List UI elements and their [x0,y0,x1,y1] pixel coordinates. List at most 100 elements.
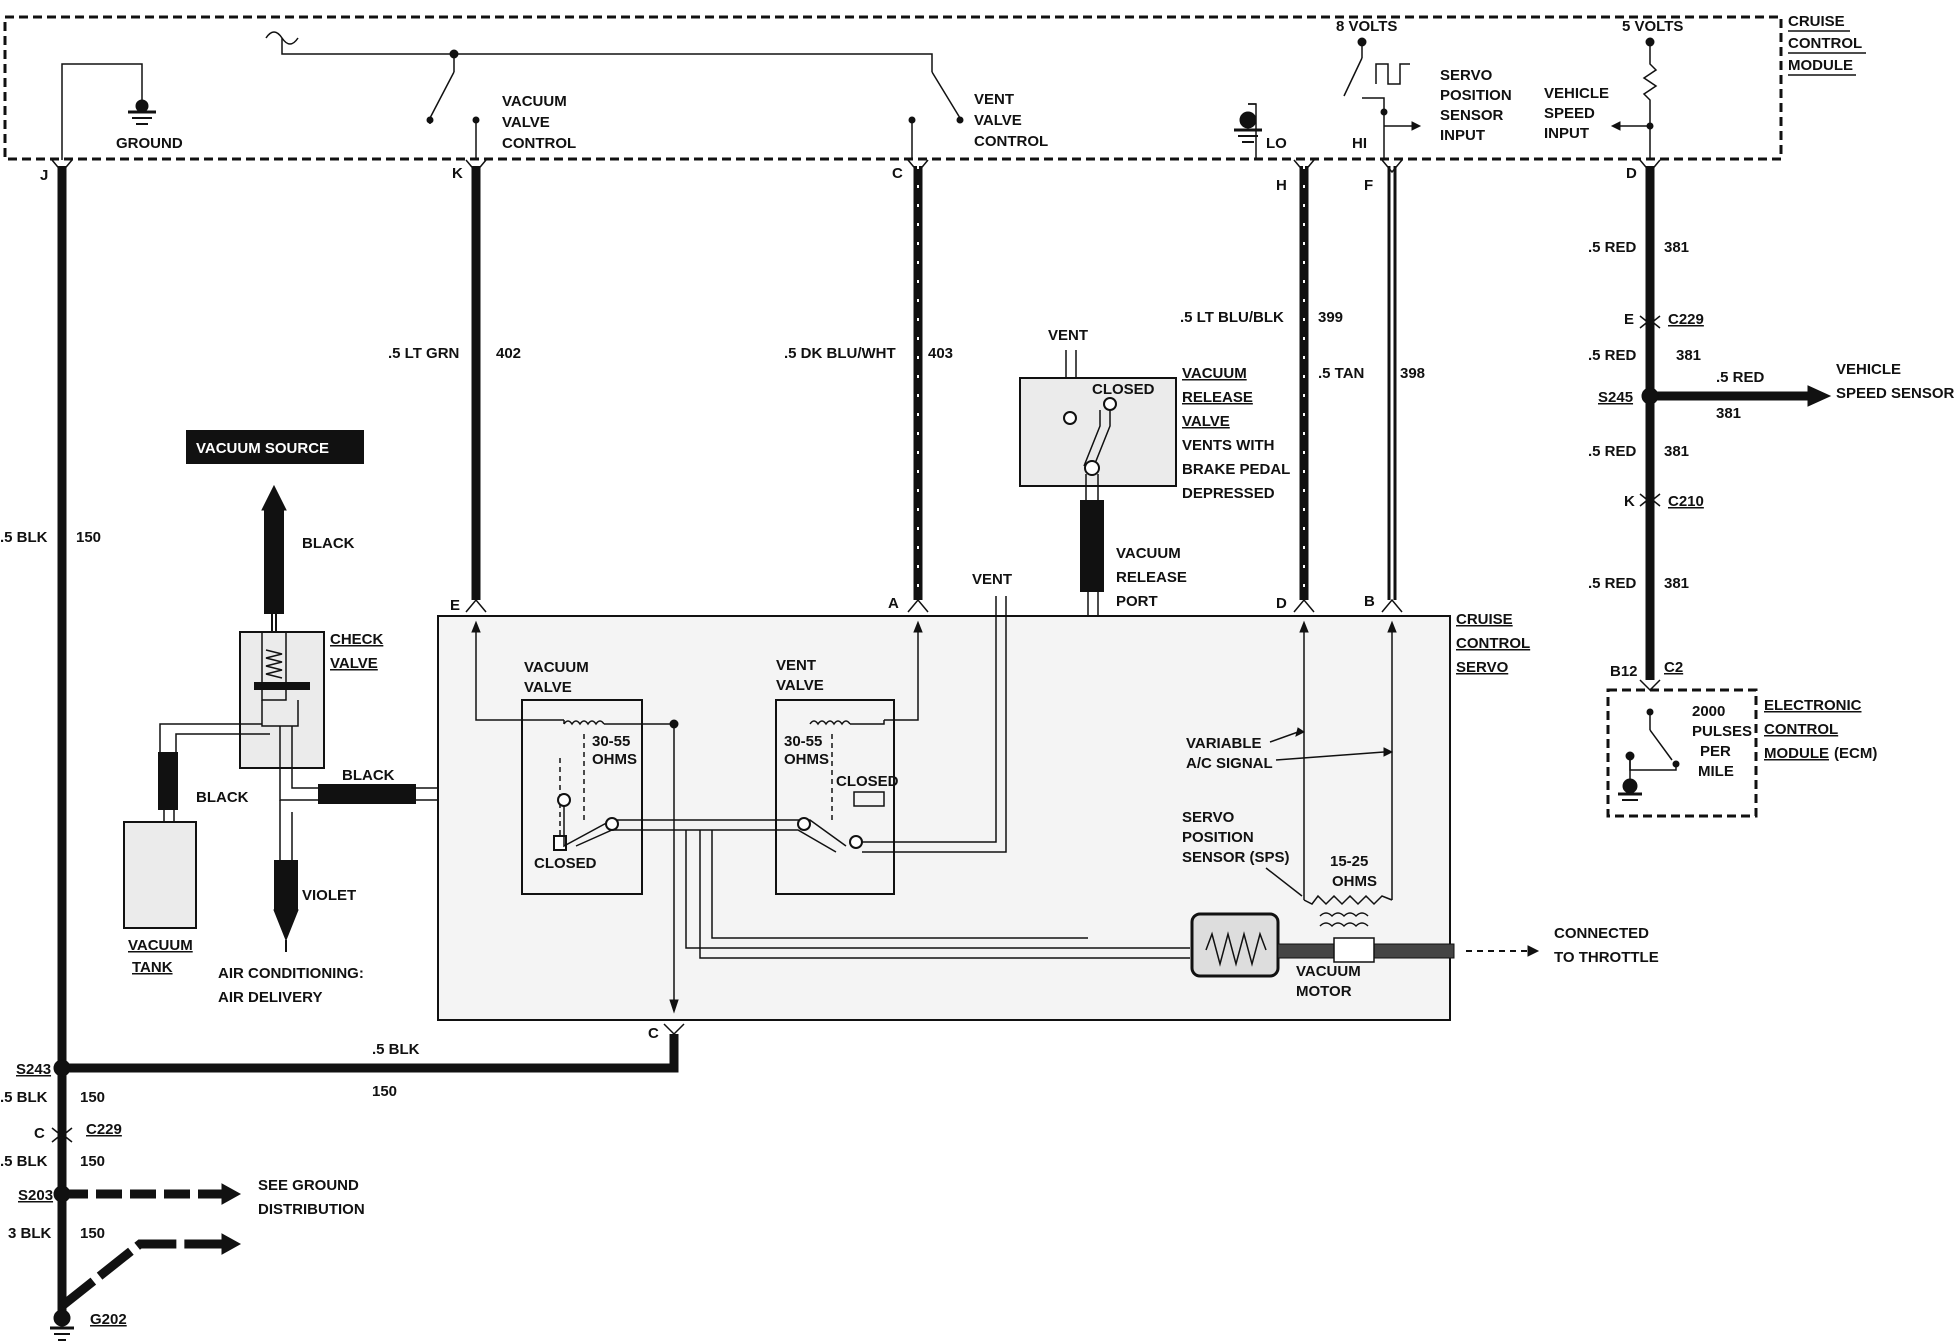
eight-volts-label: 8 VOLTS [1336,18,1397,35]
wire-labels: .5 LT GRN 402 .5 DK BLU/WHT 403 .5 LT BL… [0,239,1954,592]
servo-pin-c: C [648,1025,659,1042]
ecm-block: 2000 PULSES PER MILE ELECTRONIC CONTROL … [1606,688,1877,818]
pullup-resistor-icon [1642,42,1658,160]
vent-valve-l2: VALVE [776,677,824,694]
servo-vent-label: VENT [972,571,1012,588]
pin-h: H [1276,177,1287,194]
servo-pin-a: A [888,595,899,612]
conn-c-label: C [34,1125,45,1142]
release-port-l3: PORT [1116,593,1158,610]
red-wire-connectors: E C229 S245 K C210 B12 C2 [1598,311,1704,692]
ground-g202-icon [53,1309,71,1327]
wire-3blk-num: 150 [80,1225,105,1242]
ground-wire-num: 150 [372,1083,397,1100]
variable-ac-l2: A/C SIGNAL [1186,755,1273,772]
vacuum-valve-coil-icon [563,720,605,726]
module-pins: J K C H F D [40,165,1637,194]
release-closed-label: CLOSED [1092,381,1155,398]
servo-pin-b: B [1364,593,1375,610]
sps-input-l2: POSITION [1440,87,1512,104]
vacuum-valve-control-l2: VALVE [502,114,550,131]
splice-s243: S243 [16,1061,51,1078]
wire-red-num-5: 381 [1664,575,1689,592]
vacuum-tank-l2: TANK [132,959,173,976]
vacuum-source-label: VACUUM SOURCE [196,440,329,457]
wire-blk-num: 150 [76,529,101,546]
check-valve-l2: VALVE [330,655,378,672]
release-note-l2: BRAKE PEDAL [1182,461,1290,478]
vacuum-valve-l1: VACUUM [524,659,589,676]
wire-red-label-3: .5 RED [1716,369,1765,386]
wire-red-label-2: .5 RED [1588,347,1637,364]
hi-label: HI [1352,135,1367,152]
vs-input-l1: VEHICLE [1544,85,1609,102]
pin-d: D [1626,165,1637,182]
ac-label-l2: AIR DELIVERY [218,989,322,1006]
vent-valve-control-l3: CONTROL [974,133,1048,150]
wire-red-num-1: 381 [1664,239,1689,256]
vacuum-source-box [186,430,364,464]
wire-ltblu-num: 399 [1318,309,1343,326]
violet-hose-label: VIOLET [302,887,356,904]
ground-branch: S243 .5 BLK 150 .5 BLK 150 C C229 .5 BLK… [0,1023,685,1341]
wire-red-num-4: 381 [1664,443,1689,460]
servo-pin-e: E [450,597,460,614]
ecm-title-l2: CONTROL [1764,721,1838,738]
pin-j: J [40,167,48,184]
sps-ohms-l1: 15-25 [1330,853,1368,870]
wire-tan-label: .5 TAN [1318,365,1364,382]
vacuum-valve-control-l3: CONTROL [502,135,576,152]
wire-red-label-1: .5 RED [1588,239,1637,256]
conn-c229-bottom: C229 [86,1121,122,1138]
release-note-l1: VENTS WITH [1182,437,1275,454]
splice-s243-dot [53,1059,71,1077]
sps-input-l4: INPUT [1440,127,1485,144]
sps-ohms-l2: OHMS [1332,873,1377,890]
ecm-pulses-l2: PULSES [1692,723,1752,740]
vss-label-l1: VEHICLE [1836,361,1901,378]
sps-input-l1: SERVO [1440,67,1493,84]
vacuum-valve-ohms-l1: 30-55 [592,733,630,750]
ground-dist-l1: SEE GROUND [258,1177,359,1194]
wire-blk-label-3: .5 BLK [0,1153,48,1170]
vent-valve-l1: VENT [776,657,816,674]
wires [51,159,1832,1312]
vent-valve-closed: CLOSED [836,773,899,790]
vss-label-l2: SPEED SENSOR [1836,385,1954,402]
pulse-waveform-icon [1375,63,1410,85]
check-valve-l1: CHECK [330,631,384,648]
wire-dkblu-label: .5 DK BLU/WHT [784,345,896,362]
module-ground-icon [135,99,149,113]
wire-blk-label-2: .5 BLK [0,1089,48,1106]
wire-tan-num: 398 [1400,365,1425,382]
servo-pin-d: D [1276,595,1287,612]
wire-red-label-4: .5 RED [1588,443,1637,460]
lo-ground-icon [1239,111,1257,129]
wire-3blk-label: 3 BLK [8,1225,52,1242]
wire-red-num-2: 381 [1676,347,1701,364]
vent-valve-ohms-l2: OHMS [784,751,829,768]
wire-blk-num-2: 150 [80,1089,105,1106]
wire-red-label-5: .5 RED [1588,575,1637,592]
release-note-l3: DEPRESSED [1182,485,1275,502]
splice-s203: S203 [18,1187,53,1204]
ground-dist-l2: DISTRIBUTION [258,1201,365,1218]
release-title-l3: VALVE [1182,413,1230,430]
release-vent-label: VENT [1048,327,1088,344]
release-title-l1: VACUUM [1182,365,1247,382]
ac-label-l1: AIR CONDITIONING: [218,965,364,982]
wire-dkblu-num: 403 [928,345,953,362]
conn-c210: C210 [1668,493,1704,510]
module-title-line1: CRUISE [1788,13,1845,30]
ground-wire-label: .5 BLK [372,1041,420,1058]
conn-c229-top: C229 [1668,311,1704,328]
vacuum-release-valve: VENT CLOSED VACUUM RELEASE VALVE VENTS W… [1019,327,1290,940]
pin-c: C [892,165,903,182]
black-hose-label-3: BLACK [342,767,395,784]
vacuum-tank-l1: VACUUM [128,937,193,954]
ecm-pulses-l1: 2000 [1692,703,1725,720]
wire-ltgrn-num: 402 [496,345,521,362]
vent-valve-control-l2: VALVE [974,112,1022,129]
sps-l1: SERVO [1182,809,1235,826]
